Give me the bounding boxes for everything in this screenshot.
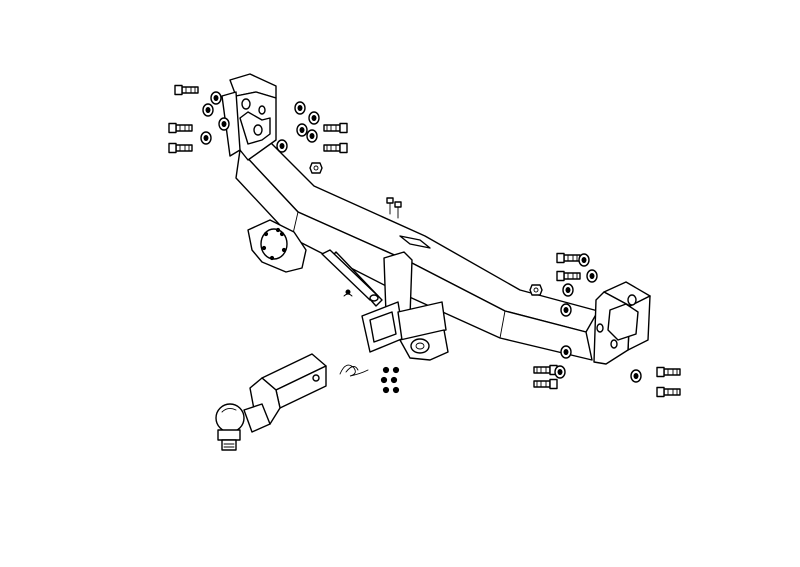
left-mounting-bracket	[221, 73, 277, 161]
hitch-clip	[339, 364, 369, 377]
hitch-pin	[321, 249, 379, 302]
ball-mount	[215, 353, 327, 451]
small-nuts-group	[345, 289, 400, 394]
spacer-plate	[247, 219, 307, 273]
nuts	[309, 162, 543, 394]
bolts	[168, 84, 681, 398]
right-mounting-bracket	[593, 281, 651, 365]
